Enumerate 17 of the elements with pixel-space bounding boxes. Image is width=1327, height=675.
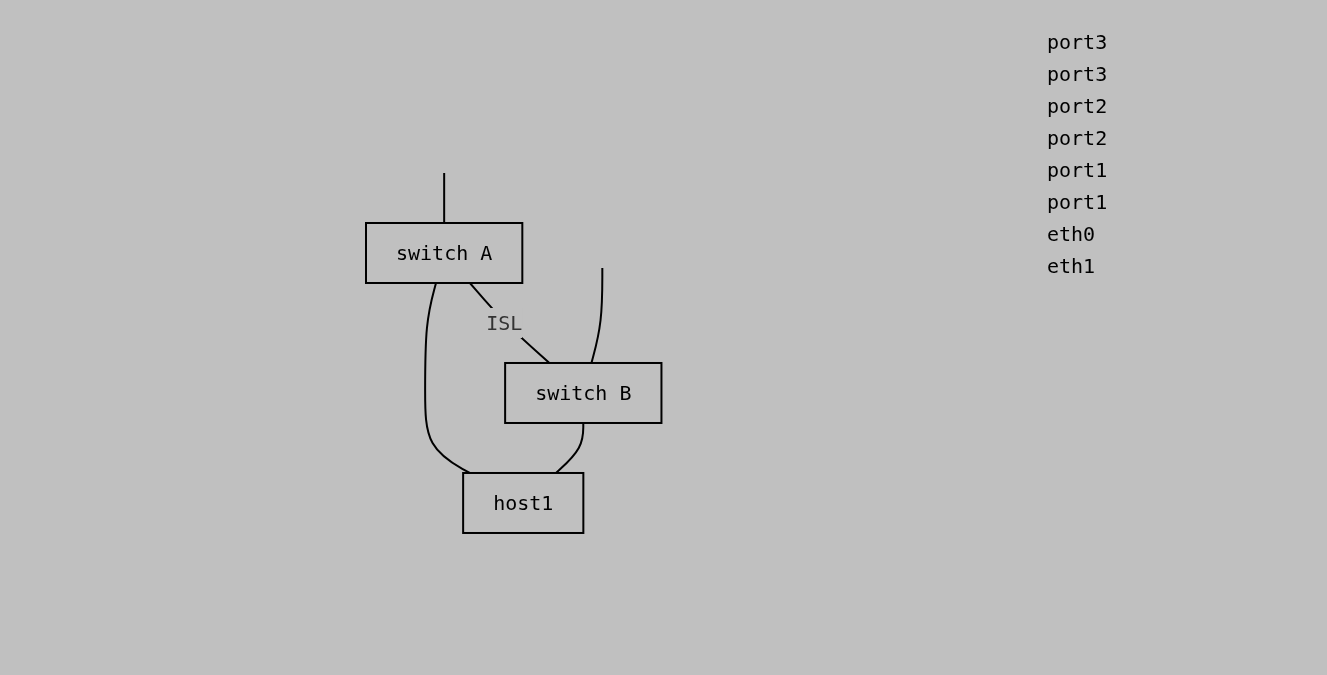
connector (590, 266, 604, 364)
port-label: eth1 (1047, 254, 1096, 278)
connector (468, 281, 551, 364)
node-box: switch B (503, 361, 663, 424)
port-label: port3 (1047, 30, 1108, 54)
port-label: port1 (1047, 158, 1108, 182)
connector (554, 421, 585, 474)
connector (442, 171, 445, 224)
port-label: port3 (1047, 62, 1108, 86)
port-label: port2 (1047, 94, 1108, 118)
node-box: host1 (461, 471, 585, 534)
node-box: switch A (364, 221, 524, 284)
port-label: port1 (1047, 190, 1108, 214)
edge-label: ISL (485, 310, 523, 335)
connector (423, 281, 471, 474)
port-label: port2 (1047, 126, 1108, 150)
port-label: eth0 (1047, 222, 1096, 246)
